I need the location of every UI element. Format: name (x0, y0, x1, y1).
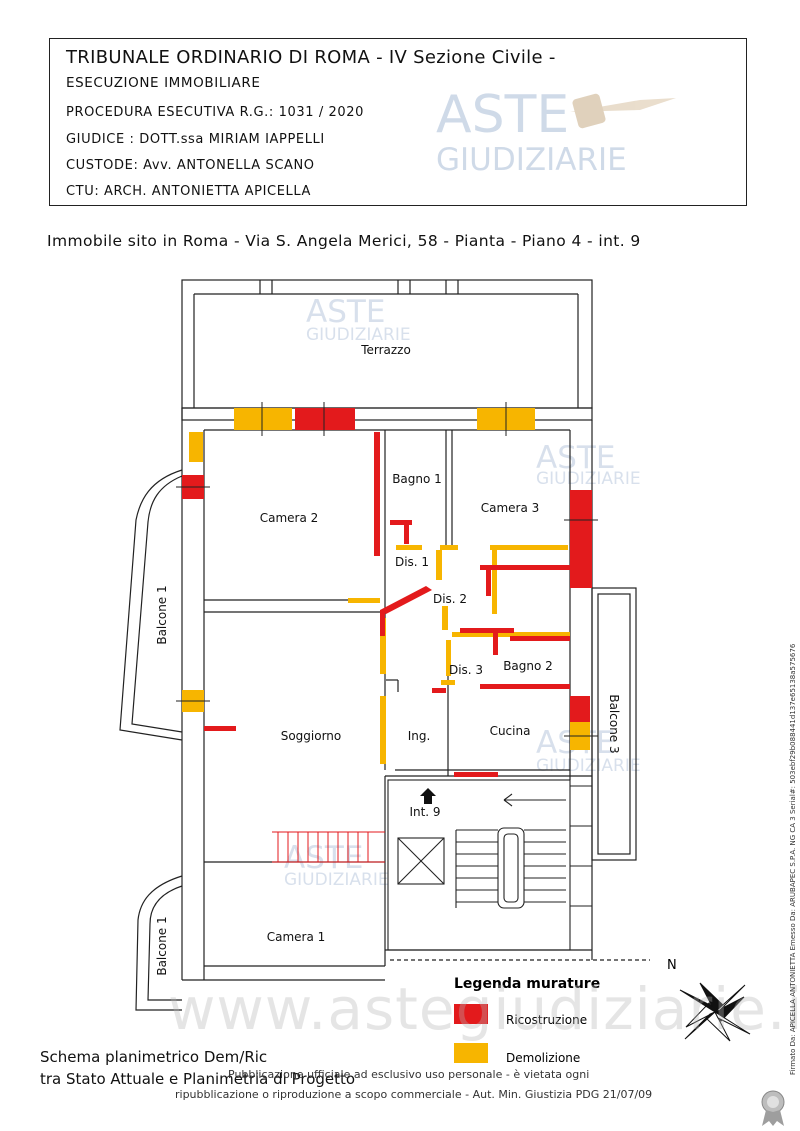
property-subtitle: Immobile sito in Roma - Via S. Angela Me… (47, 232, 641, 250)
legend-label-ricostruzione: Ricostruzione (506, 1013, 587, 1027)
compass-icon (679, 982, 751, 1042)
watermark-logo: ASTE GIUDIZIARIE ASTE GIUDIZIARIE ASTE G… (284, 294, 641, 890)
schema-title-line1: Schema planimetrico Dem/Ric (40, 1048, 268, 1066)
ctu-line: CTU: ARCH. ANTONIETTA APICELLA (66, 184, 311, 199)
legend-swatch-ricostruzione (454, 1004, 488, 1024)
room-camera-1: Camera 1 (267, 930, 326, 944)
reconstruction-walls (182, 408, 592, 777)
procedure-line: PROCEDURA ESECUTIVA R.G.: 1031 / 2020 (66, 105, 365, 120)
court-title: TRIBUNALE ORDINARIO DI ROMA - IV Sezione… (66, 47, 556, 68)
svg-text:ASTE: ASTE (436, 85, 569, 145)
footnote-line1: Pubblicazione ufficiale ad esclusivo uso… (228, 1068, 590, 1081)
section-title: ESECUZIONE IMMOBILIARE (66, 75, 261, 91)
room-dis-3: Dis. 3 (449, 663, 483, 677)
room-terrazzo: Terrazzo (360, 343, 411, 357)
legend-label-demolizione: Demolizione (506, 1051, 580, 1065)
judge-line: GIUDICE : DOTT.ssa MIRIAM IAPPELLI (66, 132, 325, 147)
custodian-line: CUSTODE: Avv. ANTONELLA SCANO (66, 158, 315, 173)
schema-title-line2: tra Stato Attuale e Planimetria di Proge… (40, 1070, 356, 1088)
room-ingresso: Ing. (408, 729, 431, 743)
entrance-arrow-icon (420, 788, 436, 804)
header-box: TRIBUNALE ORDINARIO DI ROMA - IV Sezione… (49, 38, 747, 206)
window-markers (176, 402, 598, 737)
seal-icon (761, 1090, 785, 1126)
svg-text:GIUDIZIARIE: GIUDIZIARIE (436, 142, 627, 178)
balcony-3: Balcone 3 (607, 694, 621, 753)
watermark-logo-header: ASTE GIUDIZIARIE (436, 85, 676, 178)
demolition-walls (182, 408, 590, 764)
room-bagno-2: Bagno 2 (503, 659, 553, 673)
svg-text:ASTE: ASTE (284, 840, 363, 876)
legend-swatch-demolizione (454, 1043, 488, 1063)
footnote-line2: ripubblicazione o riproduzione a scopo c… (175, 1088, 653, 1101)
digital-signature: Firmato Da: APICELLA ANTONIETTA Emesso D… (789, 643, 797, 1075)
room-dis-2: Dis. 2 (433, 592, 467, 606)
balcony-1-bottom: Balcone 1 (155, 916, 169, 975)
room-soggiorno: Soggiorno (281, 729, 342, 743)
room-cucina: Cucina (490, 724, 531, 738)
north-label: N (667, 958, 677, 973)
svg-text:GIUDIZIARIE: GIUDIZIARIE (536, 756, 641, 776)
watermark-url: www.astegiudiziarie.it (168, 975, 800, 1043)
svg-text:GIUDIZIARIE: GIUDIZIARIE (306, 325, 411, 345)
room-dis-1: Dis. 1 (395, 555, 429, 569)
railing (272, 831, 385, 863)
svg-text:GIUDIZIARIE: GIUDIZIARIE (536, 469, 641, 489)
legend-title: Legenda murature (454, 976, 600, 992)
svg-text:GIUDIZIARIE: GIUDIZIARIE (284, 870, 389, 890)
balconies (119, 469, 637, 1011)
stair-core (387, 779, 592, 951)
room-bagno-1: Bagno 1 (392, 472, 442, 486)
unit-label: Int. 9 (409, 805, 440, 819)
room-camera-3: Camera 3 (481, 501, 540, 515)
balcony-1-top: Balcone 1 (155, 585, 169, 644)
svg-text:ASTE: ASTE (536, 440, 615, 476)
room-camera-2: Camera 2 (260, 511, 319, 525)
svg-text:ASTE: ASTE (306, 294, 385, 330)
